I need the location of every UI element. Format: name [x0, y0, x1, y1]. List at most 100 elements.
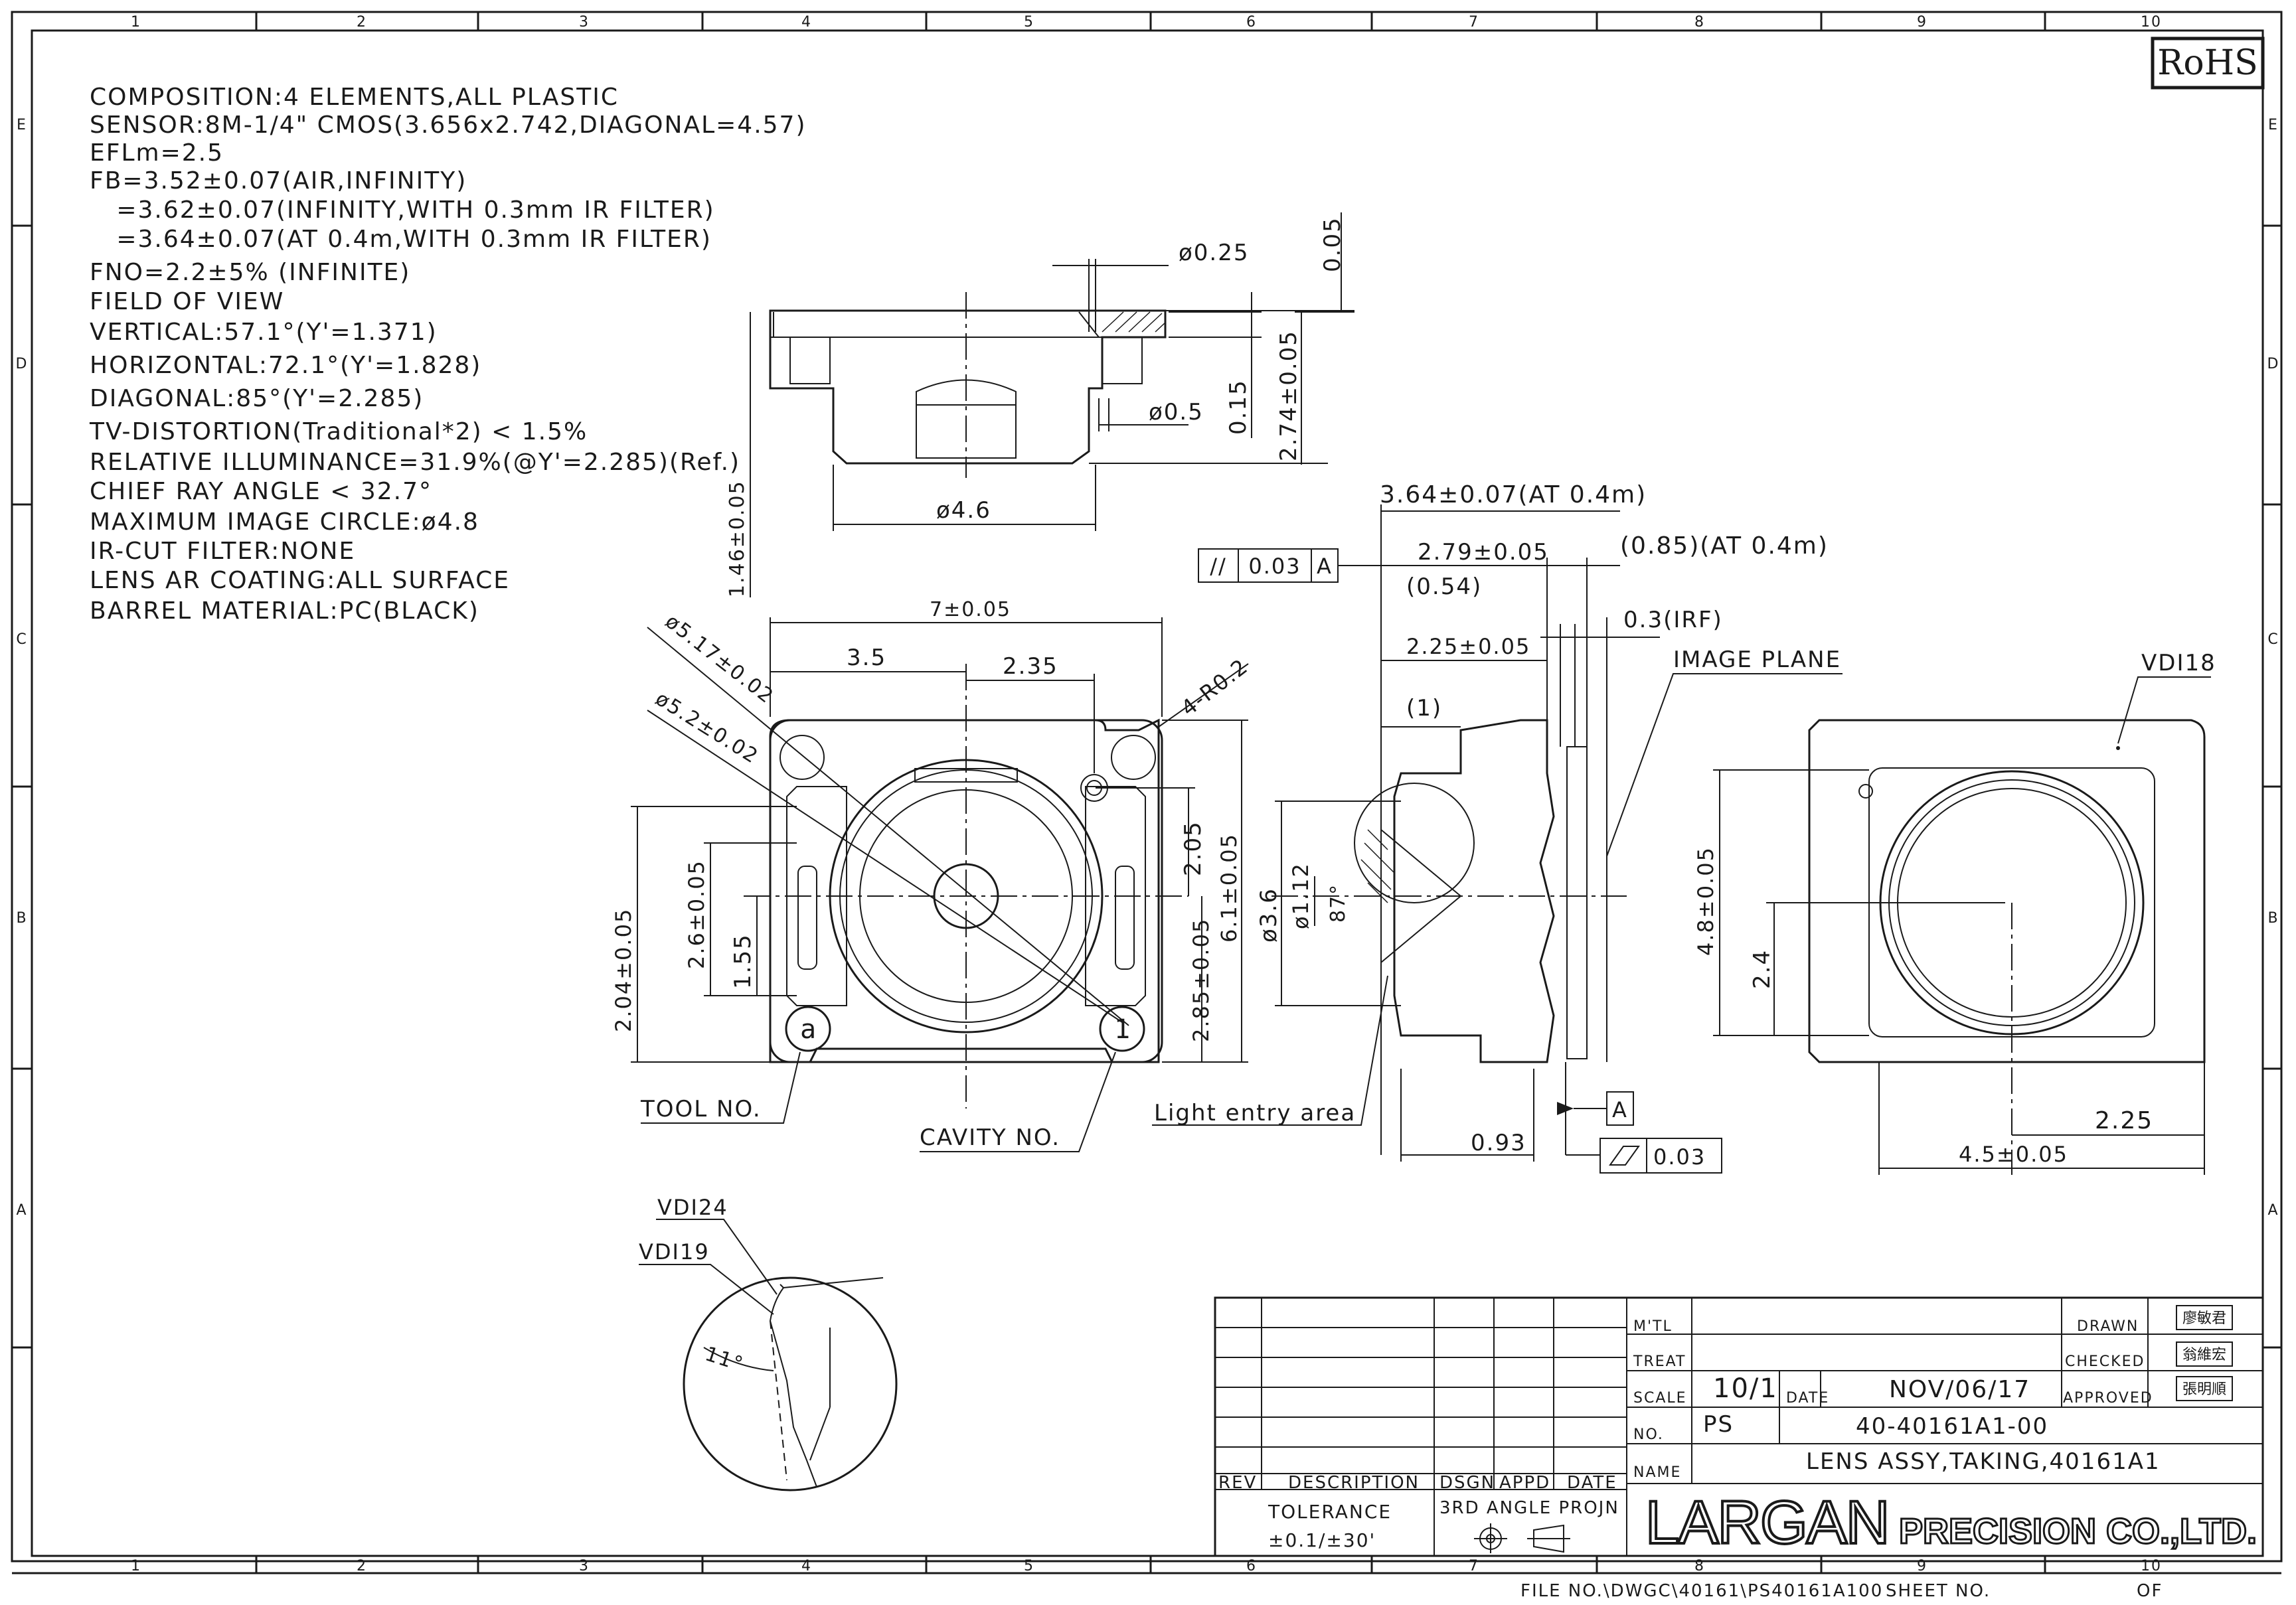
drawing-number: 40-40161A1-00 [1856, 1413, 2048, 1440]
company-name: PRECISION CO.,LTD. [1899, 1511, 2257, 1551]
scale-label: SCALE [1633, 1390, 1687, 1407]
col-label: 3 [579, 1558, 590, 1574]
dim-top-146: 1.46±0.05 [726, 480, 749, 597]
col-label: 8 [1694, 1558, 1705, 1574]
row-label: B [2267, 910, 2279, 927]
date2-label: DATE [1567, 1473, 1617, 1493]
dim-front-517: ø5.17±0.02 [661, 610, 778, 709]
row-label: B [16, 910, 27, 927]
checked-label: CHECKED [2065, 1353, 2145, 1370]
rev-label: REV [1218, 1473, 1257, 1493]
corner-hole [1111, 735, 1156, 780]
note-line: COMPOSITION:4 ELEMENTS,ALL PLASTIC [90, 84, 619, 111]
top-view: ø0.25 0.05 ø0.5 0.15 2.74±0.05 ø4.6 1.46… [726, 212, 1354, 597]
note-line: IR-CUT FILTER:NONE [90, 538, 355, 565]
note-line: MAXIMUM IMAGE CIRCLE:ø4.8 [90, 508, 479, 536]
dim-side-279: 2.79±0.05 [1418, 539, 1549, 566]
tolerance-label: TOLERANCE [1268, 1501, 1392, 1523]
row-label: E [17, 117, 27, 133]
note-line: HORIZONTAL:72.1°(Y'=1.828) [90, 352, 481, 379]
date-label: DATE [1786, 1390, 1829, 1407]
rear-vdi: VDI18 [2141, 650, 2216, 676]
tool-mark-text: a [800, 1014, 816, 1045]
rear-view: VDI18 4.8±0.05 2.4 2.25 4.5±0.05 [1693, 650, 2216, 1175]
col-label: 5 [1024, 14, 1034, 31]
row-labels: E D C B A E D C B A [16, 117, 2280, 1219]
image-plane-label: IMAGE PLANE [1673, 647, 1841, 673]
dim-front-205: 2.05 [1180, 820, 1206, 876]
no-label: NO. [1633, 1426, 1664, 1443]
notes-block: COMPOSITION:4 ELEMENTS,ALL PLASTIC SENSO… [89, 84, 805, 625]
dim-front-204: 2.04±0.05 [611, 908, 636, 1032]
col-label: 9 [1917, 14, 1927, 31]
drawn-label: DRAWN [2077, 1318, 2139, 1335]
top-view-hatch [1102, 311, 1166, 333]
dim-side-36: ø3.6 [1256, 887, 1282, 943]
column-labels-top: 1 2 3 4 5 6 7 8 9 10 [131, 14, 2162, 31]
col-label: 2 [357, 1558, 367, 1574]
drawn-stamp [2176, 1305, 2233, 1330]
col-label: 7 [1469, 14, 1479, 31]
dim-front-285: 2.85±0.05 [1189, 918, 1214, 1042]
date-value: NOV/06/17 [1889, 1376, 2030, 1403]
dim-side-87: 87° [1327, 883, 1350, 923]
note-line: FNO=2.2±5% (INFINITE) [90, 259, 410, 286]
company-logo: LARGAN [1645, 1489, 1888, 1557]
col-label: 1 [131, 1558, 141, 1574]
front-view: a 1 ø5.17±0.02 ø5.2±0.02 4-R0.2 7±0.05 3… [611, 598, 1253, 1152]
checked-name: 翁維宏 [2182, 1347, 2226, 1363]
note-line: =3.64±0.07(AT 0.4m,WITH 0.3mm IR FILTER) [90, 226, 712, 253]
dim-top-dia: ø4.6 [936, 497, 991, 524]
row-label: C [2267, 631, 2279, 648]
dim-side-093: 0.93 [1471, 1130, 1526, 1156]
note-line: EFLm=2.5 [90, 139, 224, 167]
appd-label: APPD [1499, 1473, 1550, 1493]
tool-marker [785, 1006, 831, 1052]
col-label: 10 [2141, 14, 2162, 31]
lens-dome [916, 379, 1017, 459]
ir-filter [1566, 746, 1588, 1059]
column-labels-bottom: 1 2 3 4 5 6 7 8 9 10 [131, 1558, 2162, 1574]
row-label: D [16, 356, 29, 372]
scale-value: 10/1 [1713, 1373, 1778, 1404]
col-label: 9 [1917, 1558, 1927, 1574]
top-view-outline [769, 309, 1167, 465]
dim-rear-225: 2.25 [2095, 1107, 2153, 1134]
light-entry-label: Light entry area [1154, 1100, 1356, 1126]
file-number: FILE NO.\DWGC\40161\PS40161A100 [1520, 1581, 1883, 1601]
dim-rear-24: 2.4 [1749, 949, 1775, 989]
dim-side-085: (0.85)(AT 0.4m) [1620, 532, 1829, 560]
dim-top-inner: ø0.5 [1149, 399, 1204, 425]
rohs-badge: RoHS [2151, 37, 2265, 90]
name-label: NAME [1633, 1464, 1681, 1481]
dim-rear-48: 4.8±0.05 [1693, 846, 1718, 956]
row-label: D [2267, 356, 2280, 372]
col-label: 2 [357, 14, 367, 31]
dim-rear-45: 4.5±0.05 [1959, 1142, 2068, 1167]
dim-top-small: 0.05 [1319, 216, 1346, 272]
row-label: A [16, 1202, 27, 1219]
column-ticks [12, 12, 2281, 1574]
detail-angle: 11° [702, 1342, 747, 1377]
dim-side-112: ø1.12 [1288, 862, 1313, 929]
note-line: =3.62±0.07(INFINITY,WITH 0.3mm IR FILTER… [90, 196, 715, 224]
tolerance-value: ±0.1/±30' [1268, 1529, 1376, 1551]
dim-front-35: 3.5 [847, 645, 886, 671]
drawn-name: 廖敏君 [2182, 1310, 2226, 1327]
col-label: 3 [579, 14, 590, 31]
of-label: OF [2137, 1581, 2163, 1601]
col-label: 7 [1469, 1558, 1479, 1574]
row-label: A [2267, 1202, 2279, 1219]
part-name: LENS ASSY,TAKING,40161A1 [1806, 1448, 2161, 1475]
sheet-number-label: SHEET NO. [1886, 1581, 1991, 1601]
col-label: 10 [2141, 1558, 2162, 1574]
col-label: 4 [801, 14, 812, 31]
col-label: 6 [1246, 14, 1257, 31]
datum-a-label: A [1612, 1097, 1628, 1122]
inner-frame [31, 29, 2264, 1557]
dim-front-155: 1.55 [730, 933, 756, 989]
front-view-outline [769, 718, 1160, 1063]
datum-a-box [1606, 1091, 1634, 1126]
dsgn-label: DSGN [1439, 1473, 1495, 1493]
